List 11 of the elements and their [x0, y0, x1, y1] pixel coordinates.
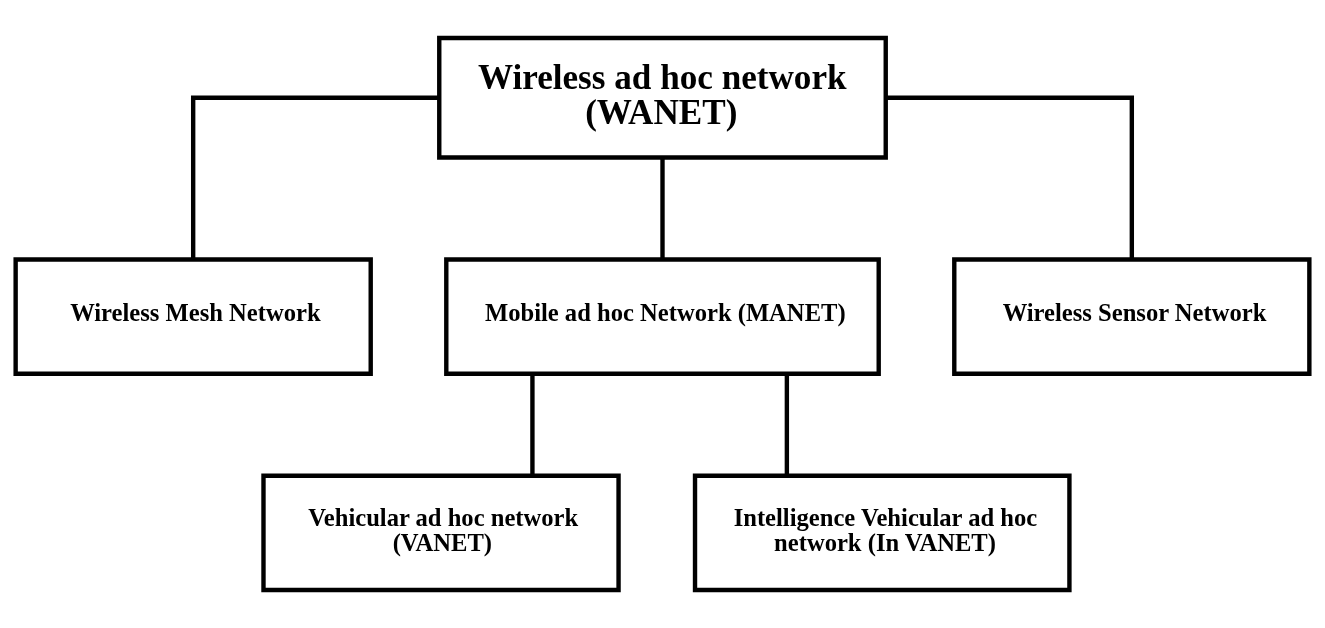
connector [530, 374, 535, 476]
connector [191, 95, 439, 260]
node-box: Intelligence Vehicular ad hoc network (In VANET) [692, 473, 1072, 593]
connector [886, 95, 1134, 260]
node-box: Wireless Mesh Network [13, 257, 373, 376]
connector [784, 374, 790, 476]
node-box: Mobile ad hoc Network (MANET) [444, 257, 881, 376]
node-box: Vehicular ad hoc network (VANET) [261, 473, 621, 593]
node-box: Wireless Sensor Network [952, 257, 1312, 376]
node-box: Wireless ad hoc network (WANET) [437, 35, 888, 160]
connector [660, 157, 665, 260]
